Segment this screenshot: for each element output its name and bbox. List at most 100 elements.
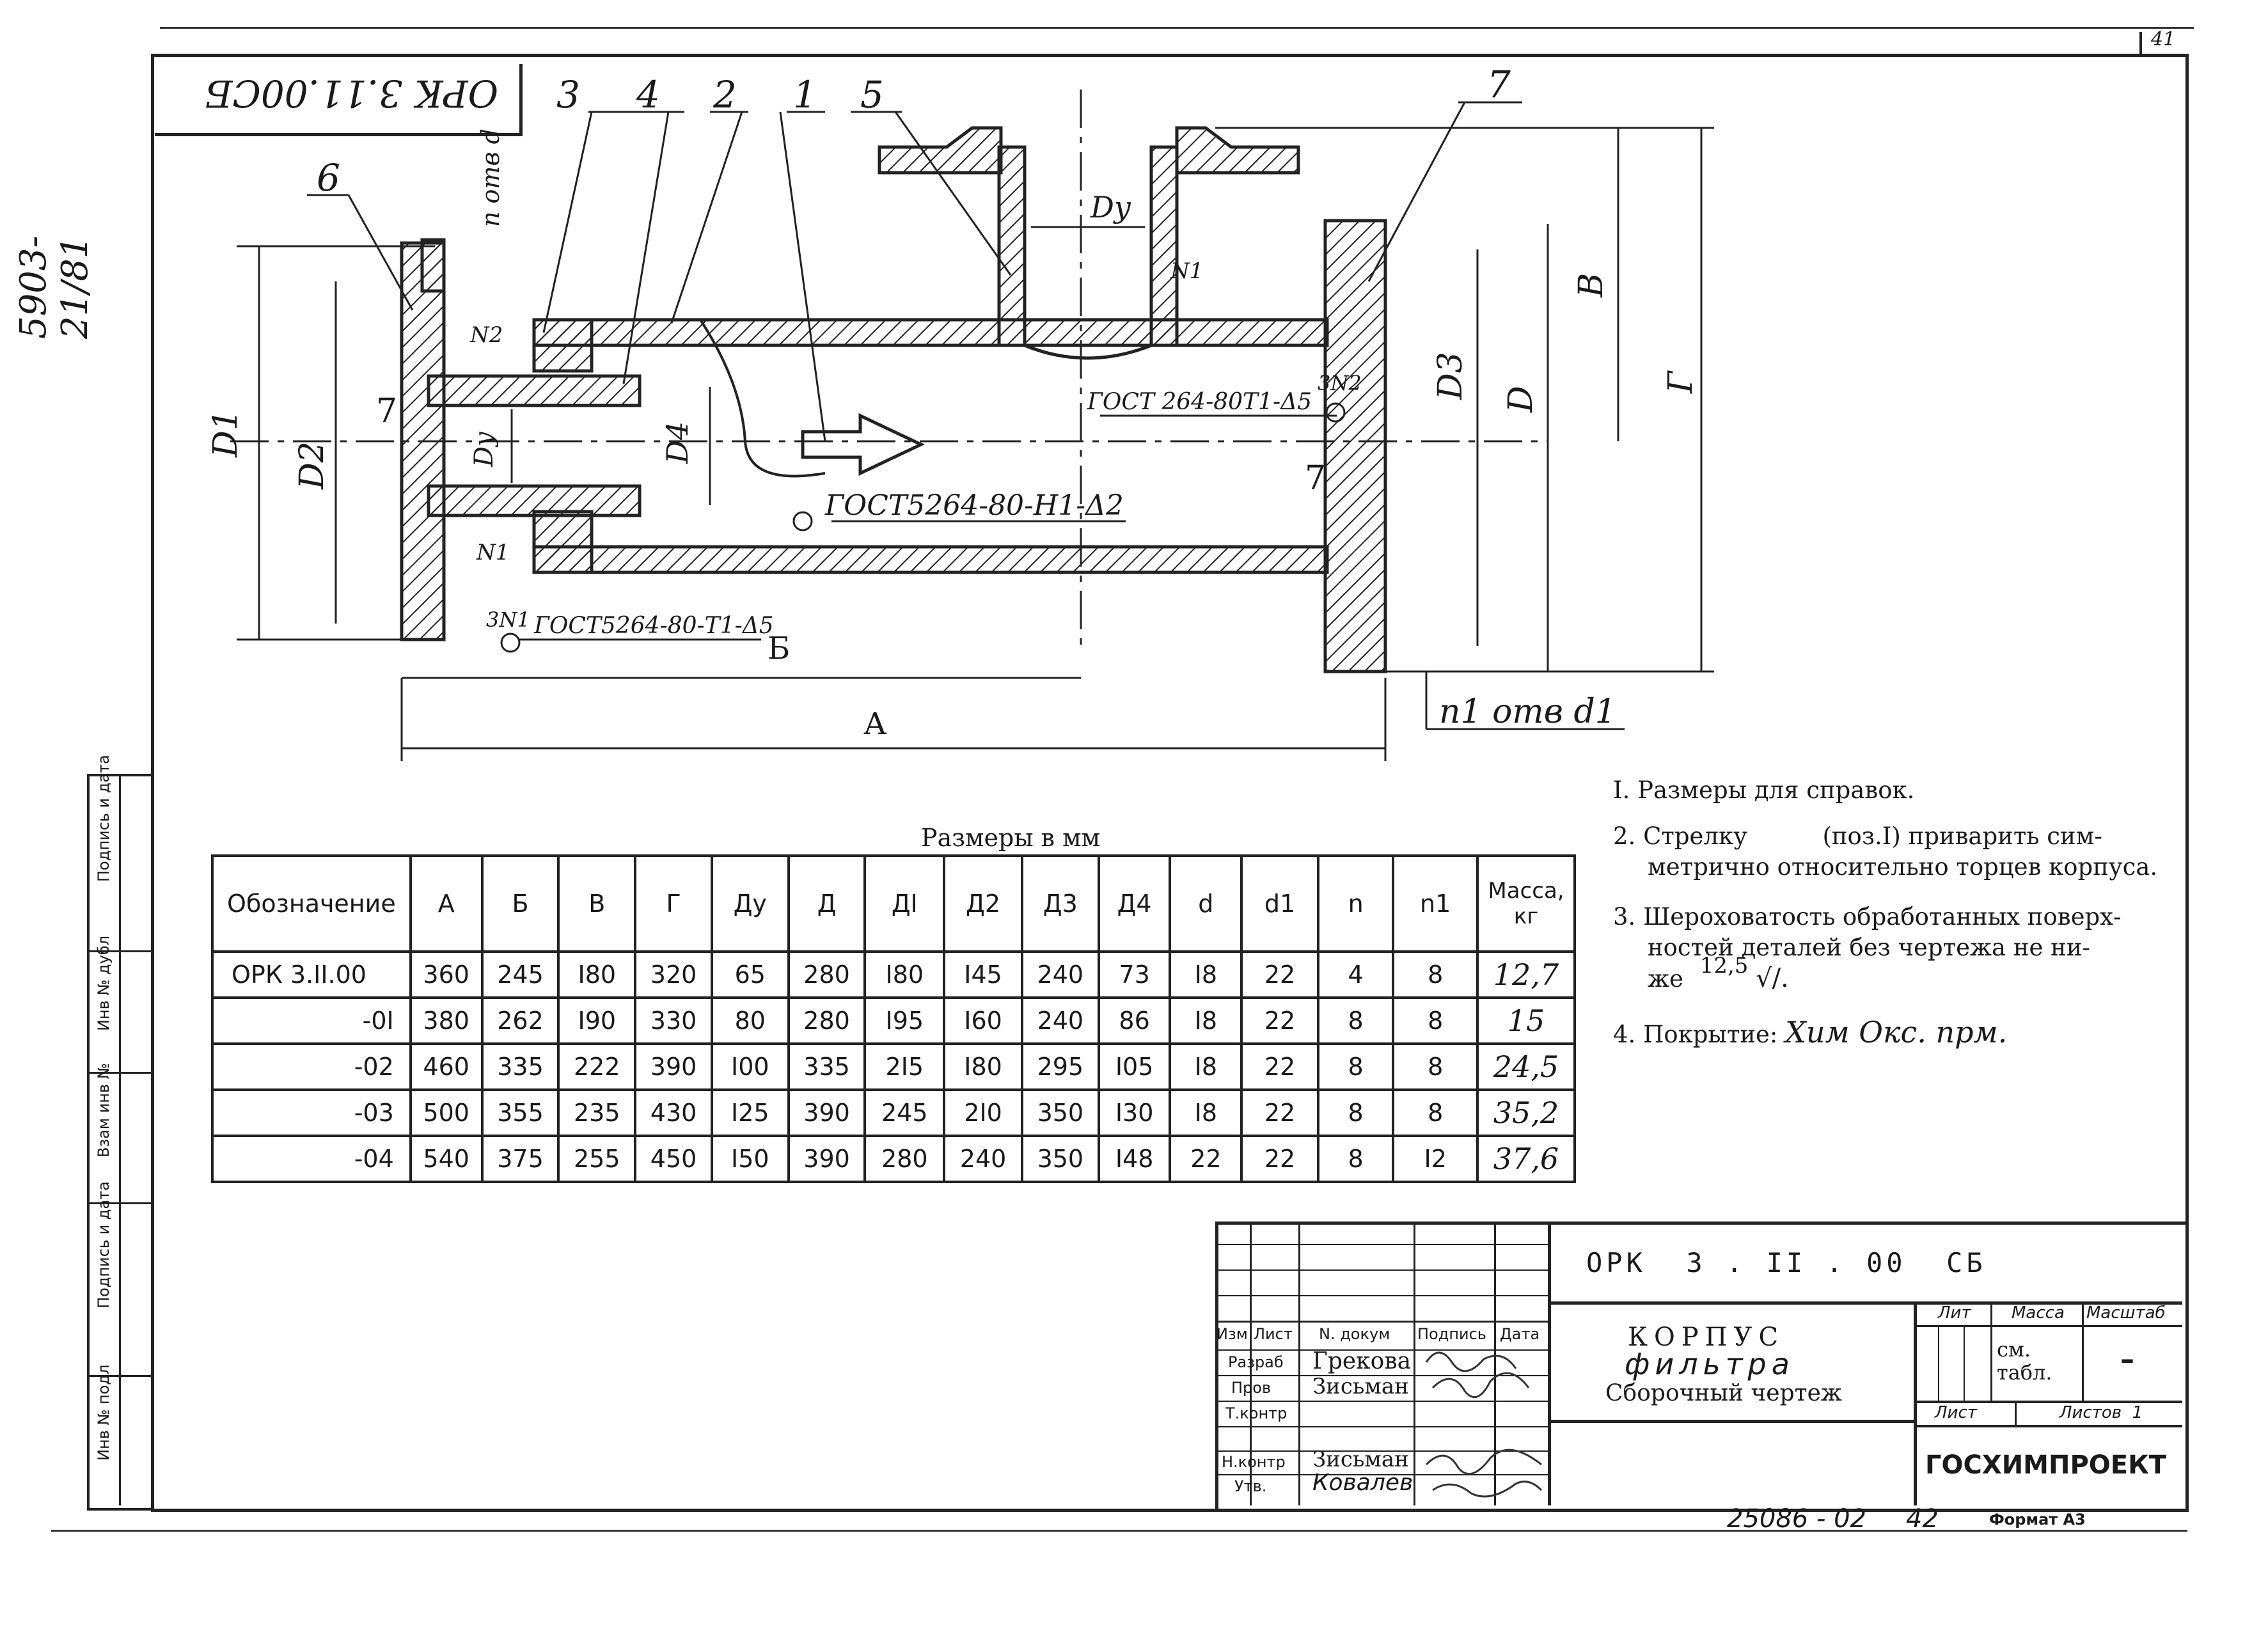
cell-designation: -0I — [211, 996, 412, 1045]
table-cell: I8 — [1169, 1042, 1243, 1091]
tb-scale: Масштаб — [2086, 1303, 2166, 1323]
note-3-text: Шероховатость обработанных поверх- — [1643, 903, 2122, 931]
table-cell: 450 — [634, 1135, 713, 1183]
table-cell: 240 — [943, 1135, 1023, 1183]
table-cell: I8 — [1169, 950, 1243, 999]
cell-mass: 35,2 — [1476, 1088, 1577, 1137]
tb-role-prov: Пров — [1231, 1379, 1272, 1397]
table-cell: I30 — [1097, 1088, 1172, 1137]
table-cell: 4 — [1316, 950, 1395, 999]
inlet-pipe-top — [427, 374, 642, 407]
title-block — [1215, 1222, 2185, 1509]
table-cell: 335 — [480, 1042, 560, 1091]
label-dy-top: Dу — [1090, 190, 1131, 224]
tb-name-3: Сборочный чертеж — [1605, 1380, 1842, 1406]
col-small-d: d — [1169, 854, 1243, 953]
body-top-wall — [532, 318, 1329, 347]
cell-designation: ОРК 3.II.00 — [211, 950, 412, 999]
tb-org: ГОСХИМПРОЕКТ — [1925, 1450, 2167, 1480]
table-cell: I25 — [710, 1088, 790, 1137]
left-flange — [400, 241, 446, 641]
signature-marks — [1425, 1351, 1543, 1498]
tb-person-4: Зисьман — [1312, 1447, 1409, 1472]
tb-bottom-sheet: 42 — [1906, 1504, 1939, 1534]
tb-col-izm: Изм — [1217, 1325, 1248, 1343]
table-cell: 86 — [1097, 996, 1172, 1045]
tb-sheets: Листов 1 — [2059, 1403, 2143, 1422]
nozzle-bottom-curve — [1024, 343, 1152, 360]
table-cell: 390 — [787, 1135, 867, 1183]
cell-designation: -03 — [211, 1088, 412, 1137]
roughness-check-icon: √/. — [1756, 964, 1789, 993]
tb-drawing-code: ОРК 3 . II . 00 СБ — [1586, 1247, 1987, 1278]
body-bottom-wall — [532, 545, 1329, 574]
label-n1-top: N1 — [1170, 258, 1203, 284]
label-b-small: Б — [768, 631, 790, 666]
label-g: Г — [1662, 370, 1700, 394]
note-2-text: Стрелку (поз.I) приварить сим- — [1643, 822, 2102, 850]
side-div-4 — [87, 1375, 151, 1377]
table-cell: 280 — [863, 1135, 946, 1183]
table-cell: I80 — [557, 950, 637, 999]
right-flange — [1323, 219, 1387, 673]
table-cell: I00 — [710, 1042, 790, 1091]
dimensions-table: Обозначение А Б В Г Ду Д ДI Д2 Д3 Д4 d d… — [211, 854, 1577, 1183]
side-field-1: Инв № подл — [95, 1364, 113, 1461]
table-cell: 390 — [787, 1088, 867, 1137]
col-b: Б — [480, 854, 560, 953]
tb-mass-value: см. табл. — [1997, 1337, 2052, 1385]
col-d: Д — [787, 854, 867, 953]
table-cell: 235 — [557, 1088, 637, 1137]
label-dy-left: Dу — [469, 431, 499, 467]
note-4-hand: Хим Окс. прм. — [1785, 1015, 2008, 1049]
tb-role-tkontr: Т.контр — [1225, 1404, 1288, 1422]
table-cell: 8 — [1316, 1135, 1395, 1183]
cell-mass: 15 — [1476, 996, 1577, 1045]
arrow-part — [801, 413, 925, 476]
tb-bottom-num: 25086 - 02 — [1727, 1504, 1867, 1534]
col-a: А — [409, 854, 484, 953]
table-cell: 245 — [863, 1088, 946, 1137]
table-cell: I60 — [943, 996, 1023, 1045]
table-cell: I2 — [1392, 1135, 1479, 1183]
col-d1: ДI — [863, 854, 946, 953]
top-nozzle-right-wall — [1149, 145, 1179, 347]
label-d3: D3 — [1431, 352, 1470, 400]
note-4-num: 4. — [1613, 1021, 1636, 1048]
table-cell: 350 — [1020, 1135, 1100, 1183]
table-cell: 255 — [557, 1135, 637, 1183]
inlet-collar — [532, 318, 594, 373]
table-cell: 540 — [409, 1135, 484, 1183]
top-flange — [878, 126, 1003, 175]
tb-role-razrab: Разраб — [1228, 1353, 1284, 1371]
col-d4: Д4 — [1097, 854, 1172, 953]
table-cell: I05 — [1097, 1042, 1172, 1091]
table-cell: 330 — [634, 996, 713, 1045]
table-cell: 280 — [787, 950, 867, 999]
tb-sheet: Лист — [1935, 1403, 1977, 1422]
table-cell: 22 — [1240, 1135, 1319, 1183]
pos-3: 3 — [556, 73, 580, 116]
table-cell: 8 — [1392, 1042, 1479, 1091]
tb-person-2: Зисьман — [1312, 1374, 1409, 1399]
table-cell: 355 — [480, 1088, 560, 1137]
table-cell: 262 — [480, 996, 560, 1045]
table-cell: 8 — [1316, 996, 1395, 1045]
stamp-box — [155, 64, 523, 136]
col-d3: Д3 — [1020, 854, 1100, 953]
note-2-num: 2. — [1613, 822, 1636, 850]
table-cell: 335 — [787, 1042, 867, 1091]
table-cell: 8 — [1392, 1088, 1479, 1137]
weld-label-3-num: 3N1 — [486, 608, 530, 632]
label-n-otv-d: n отв d — [476, 129, 505, 227]
label-n2: N2 — [469, 322, 503, 348]
weld-label-1: ГОСТ 264-80Т1-Δ5 — [1087, 389, 1312, 415]
table-cell: 73 — [1097, 950, 1172, 999]
cell-mass: 12,7 — [1476, 950, 1577, 999]
tb-format: Формат А3 — [1989, 1511, 2086, 1528]
label-b: В — [1572, 273, 1610, 298]
table-cell: I8 — [1169, 1088, 1243, 1137]
